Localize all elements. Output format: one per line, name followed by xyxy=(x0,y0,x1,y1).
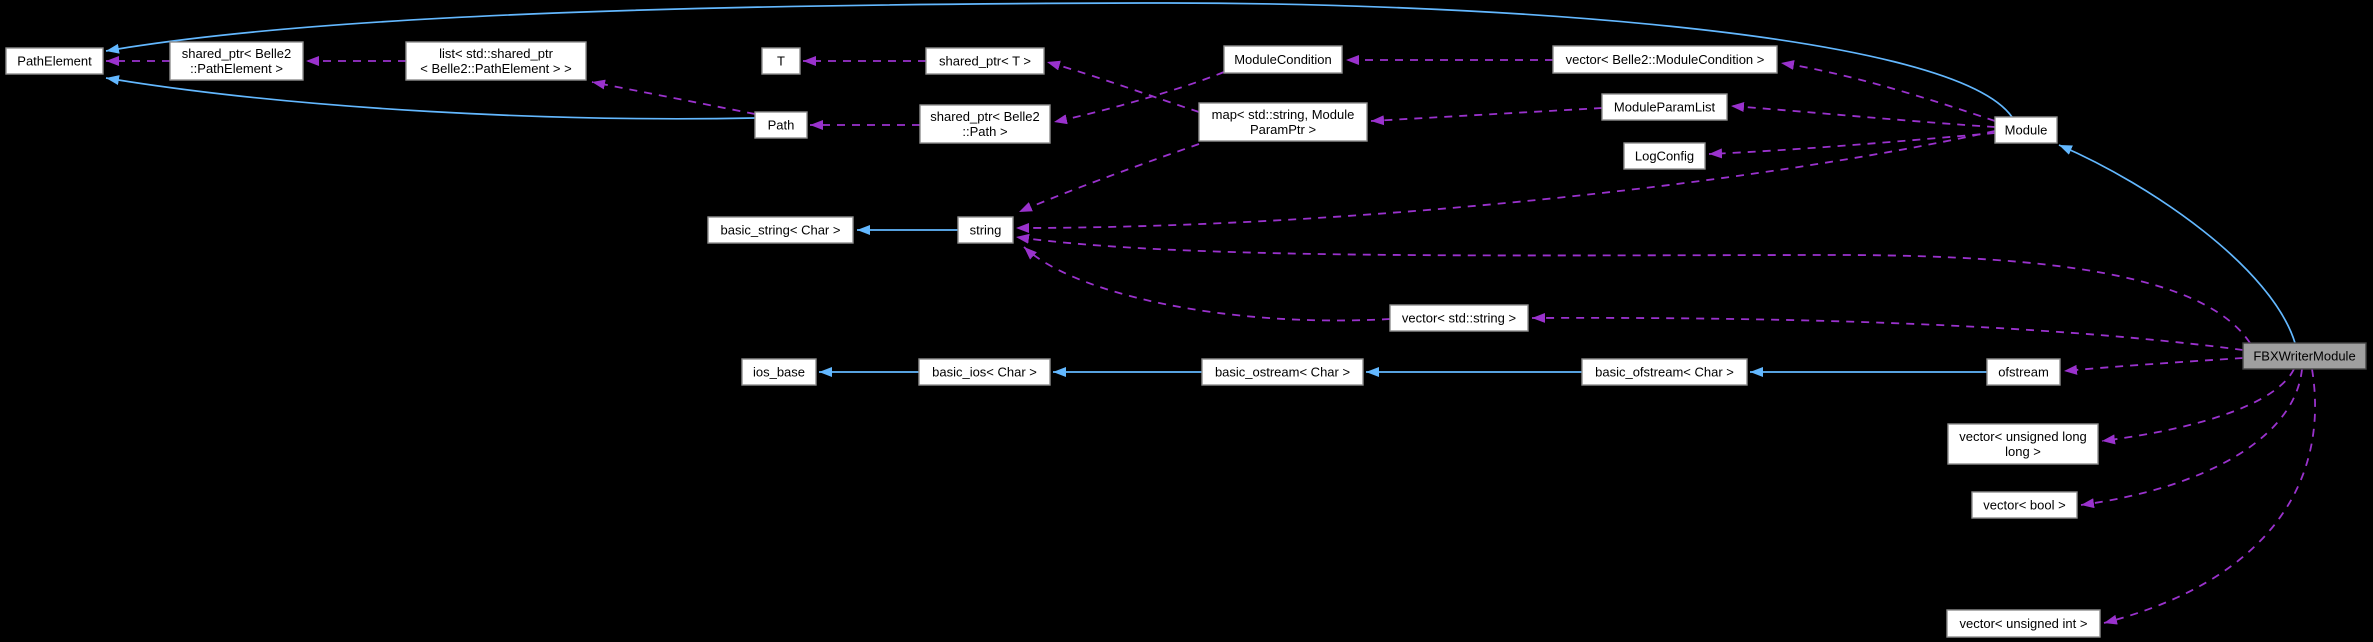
node-label-vec-string: vector< std::string > xyxy=(1402,311,1516,326)
edge-fbxwritermodule-to-vec-uint xyxy=(2103,368,2316,625)
node-vec-modulecondition[interactable]: vector< Belle2::ModuleCondition > xyxy=(1552,45,1778,74)
node-basic-ofstream[interactable]: basic_ofstream< Char > xyxy=(1581,358,1748,386)
edge-fbxwritermodule-to-vec-bool xyxy=(2080,368,2303,509)
node-label-sp-path: shared_ptr< Belle2::Path > xyxy=(930,109,1040,139)
node-box-vec-bool[interactable] xyxy=(1971,491,2078,519)
node-box-string[interactable] xyxy=(957,216,1014,244)
node-label-basic-ios: basic_ios< Char > xyxy=(932,365,1037,380)
node-path[interactable]: Path xyxy=(754,111,808,139)
node-basic-string[interactable]: basic_string< Char > xyxy=(707,216,854,244)
node-fbxwritermodule: FBXWriterModule xyxy=(2242,342,2367,370)
node-box-ios-base[interactable] xyxy=(741,358,817,386)
node-ios-base[interactable]: ios_base xyxy=(741,358,817,386)
node-label-vec-uint: vector< unsigned int > xyxy=(1960,616,2088,631)
node-vec-bool[interactable]: vector< bool > xyxy=(1971,491,2078,519)
node-label-path: Path xyxy=(768,118,795,133)
node-vec-uint[interactable]: vector< unsigned int > xyxy=(1946,609,2101,638)
node-label-basic-ofstream: basic_ofstream< Char > xyxy=(1595,365,1734,380)
node-box-t[interactable] xyxy=(761,47,801,75)
edge-path-to-list-sp-pathelement xyxy=(591,79,756,115)
node-label-pathelement: PathElement xyxy=(17,54,92,69)
edge-vec-string-to-string xyxy=(1023,246,1391,322)
node-label-modulecondition: ModuleCondition xyxy=(1234,52,1332,67)
edge-fbxwritermodule-to-vec-string xyxy=(1531,312,2244,351)
node-label-t: T xyxy=(777,54,785,69)
edge-map-moduleparamptr-to-string xyxy=(1018,143,1200,213)
node-box-vec-string[interactable] xyxy=(1389,304,1529,332)
edge-module-to-vec-modulecondition xyxy=(1780,60,1996,122)
node-label-moduleparamlist: ModuleParamList xyxy=(1614,100,1716,115)
edge-module-to-pathelement xyxy=(105,2,2013,118)
edge-path-to-pathelement xyxy=(105,75,756,120)
edge-map-moduleparamptr-to-sp-t xyxy=(1046,60,1200,113)
edge-fbxwritermodule-to-string xyxy=(1015,233,2251,344)
node-vec-string[interactable]: vector< std::string > xyxy=(1389,304,1529,332)
edge-module-to-moduleparamlist xyxy=(1730,101,1996,128)
node-box-basic-ostream[interactable] xyxy=(1201,358,1364,386)
node-t[interactable]: T xyxy=(761,47,801,75)
node-label-sp-t: shared_ptr< T > xyxy=(939,54,1031,69)
node-box-list-sp-pathelement[interactable] xyxy=(405,41,587,81)
node-sp-pathelement[interactable]: shared_ptr< Belle2::PathElement > xyxy=(169,41,304,81)
edge-fbxwritermodule-to-module xyxy=(2058,144,2296,344)
node-module[interactable]: Module xyxy=(1994,116,2058,144)
node-modulecondition[interactable]: ModuleCondition xyxy=(1223,45,1343,74)
node-box-basic-ios[interactable] xyxy=(918,358,1051,386)
node-box-module[interactable] xyxy=(1994,116,2058,144)
nodes-layer: PathElement shared_ptr< Belle2::PathEleme… xyxy=(5,41,2367,638)
node-box-vec-uint[interactable] xyxy=(1946,609,2101,638)
node-pathelement[interactable]: PathElement xyxy=(5,47,104,75)
edge-fbxwritermodule-to-vec-ull xyxy=(2101,368,2295,445)
node-box-sp-pathelement[interactable] xyxy=(169,41,304,81)
node-box-pathelement[interactable] xyxy=(5,47,104,75)
node-box-ofstream[interactable] xyxy=(1986,358,2061,386)
node-basic-ios[interactable]: basic_ios< Char > xyxy=(918,358,1051,386)
node-label-fbxwritermodule: FBXWriterModule xyxy=(2253,349,2355,364)
node-ofstream[interactable]: ofstream xyxy=(1986,358,2061,386)
node-label-vec-bool: vector< bool > xyxy=(1983,498,2065,513)
edges-layer xyxy=(105,2,2316,625)
node-box-sp-path[interactable] xyxy=(919,104,1051,144)
edge-fbxwritermodule-to-ofstream xyxy=(2063,357,2244,375)
node-list-sp-pathelement[interactable]: list< std::shared_ptr< Belle2::PathEleme… xyxy=(405,41,587,81)
node-logconfig[interactable]: LogConfig xyxy=(1623,142,1706,170)
node-label-vec-modulecondition: vector< Belle2::ModuleCondition > xyxy=(1566,52,1765,67)
node-box-basic-ofstream[interactable] xyxy=(1581,358,1748,386)
node-box-map-moduleparamptr[interactable] xyxy=(1198,102,1368,142)
node-label-module: Module xyxy=(2005,123,2048,138)
node-box-modulecondition[interactable] xyxy=(1223,45,1343,74)
node-box-path[interactable] xyxy=(754,111,808,139)
node-label-basic-ostream: basic_ostream< Char > xyxy=(1215,365,1350,380)
node-sp-t[interactable]: shared_ptr< T > xyxy=(925,47,1045,75)
node-box-sp-t[interactable] xyxy=(925,47,1045,75)
node-label-basic-string: basic_string< Char > xyxy=(721,223,841,238)
node-label-sp-pathelement: shared_ptr< Belle2::PathElement > xyxy=(182,46,292,76)
node-string[interactable]: string xyxy=(957,216,1014,244)
node-box-logconfig[interactable] xyxy=(1623,142,1706,170)
node-sp-path[interactable]: shared_ptr< Belle2::Path > xyxy=(919,104,1051,144)
edge-modulecondition-to-sp-path xyxy=(1053,71,1225,125)
node-label-ofstream: ofstream xyxy=(1998,365,2049,380)
node-box-vec-modulecondition[interactable] xyxy=(1552,45,1778,74)
node-label-ios-base: ios_base xyxy=(753,365,805,380)
node-label-list-sp-pathelement: list< std::shared_ptr< Belle2::PathEleme… xyxy=(420,46,571,76)
node-basic-ostream[interactable]: basic_ostream< Char > xyxy=(1201,358,1364,386)
node-box-fbxwritermodule xyxy=(2242,342,2367,370)
node-box-moduleparamlist[interactable] xyxy=(1601,93,1728,121)
edge-module-to-logconfig xyxy=(1708,132,1996,159)
node-box-vec-ull[interactable] xyxy=(1947,423,2099,465)
node-label-string: string xyxy=(970,223,1002,238)
node-moduleparamlist[interactable]: ModuleParamList xyxy=(1601,93,1728,121)
node-box-basic-string[interactable] xyxy=(707,216,854,244)
node-label-logconfig: LogConfig xyxy=(1635,149,1694,164)
